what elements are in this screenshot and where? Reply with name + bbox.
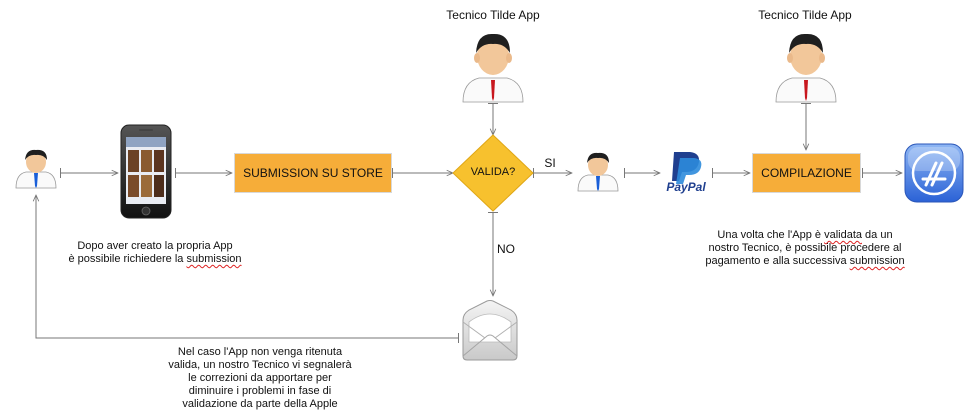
connector-envelope-to-person xyxy=(36,195,458,339)
decision-label: VALIDA? xyxy=(470,166,516,178)
app-store-icon xyxy=(904,143,964,203)
note-bottom: Nel caso l'App non venga ritenuta valida… xyxy=(168,346,352,410)
technician-icon xyxy=(775,33,837,103)
decision-diamond xyxy=(452,134,534,212)
submission-box: SUBMISSION SU STORE xyxy=(234,153,392,193)
paypal-logo xyxy=(672,152,702,184)
branch-yes-label: SI xyxy=(544,156,556,170)
technician-title: Tecnico Tilde App xyxy=(446,8,540,22)
envelope-icon xyxy=(462,300,518,361)
technician-icon xyxy=(462,33,524,103)
branch-no-label: NO xyxy=(497,242,515,256)
technician-title: Tecnico Tilde App xyxy=(758,8,852,22)
iphone-icon xyxy=(120,124,172,219)
note-right: Una volta che l'App è validata da un nos… xyxy=(705,229,905,267)
note-left: Dopo aver creato la propria App è possib… xyxy=(68,240,242,265)
connectors xyxy=(36,103,902,339)
person-icon xyxy=(577,152,619,192)
compilazione-box: COMPILAZIONE xyxy=(752,153,861,193)
person-icon xyxy=(15,149,57,189)
paypal-logo-text: PayPal xyxy=(666,180,706,194)
